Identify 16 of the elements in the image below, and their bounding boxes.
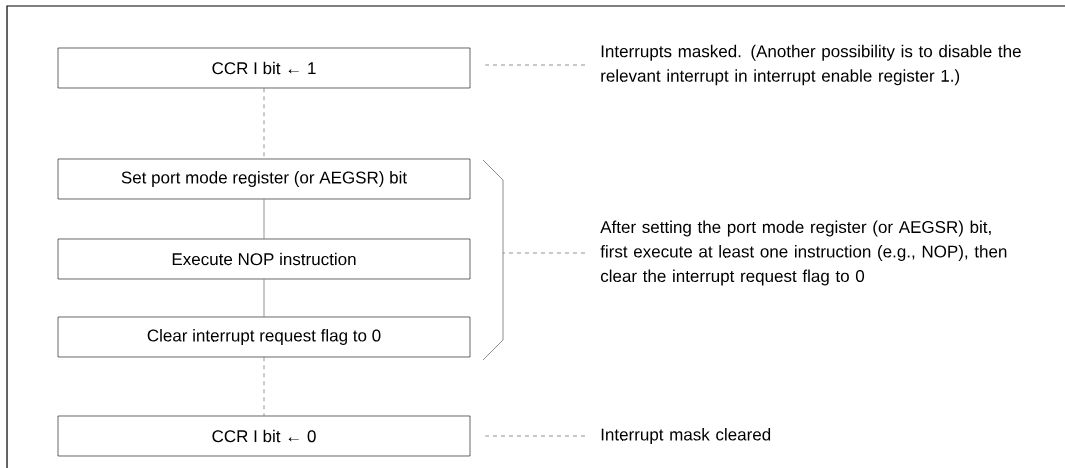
leader-line: [485, 64, 586, 66]
bracket: [482, 159, 504, 361]
leader-line: [502, 252, 586, 254]
process-box: Execute NOP instruction: [57, 238, 471, 280]
connector: [263, 357, 265, 416]
connector: [263, 199, 265, 239]
leader-line: [485, 435, 586, 437]
note-text: Interrupt mask cleared: [601, 428, 771, 444]
process-box: CCR I bit ← 0: [57, 415, 471, 457]
process-box: Set port mode register (or AEGSR) bit: [57, 158, 471, 200]
note-text: After setting the port mode register (or AEGSR) bit, first execute at least one instruction (e.g., NOP), then clear the interrupt request flag to 0: [600, 220, 1007, 286]
process-box: CCR I bit ← 1: [57, 47, 471, 89]
connector: [263, 88, 265, 159]
process-box: Clear interrupt request flag to 0: [57, 316, 471, 358]
note-text: Interrupts masked. (Another possibility is to disable the relevant interrupt in interrupt enable register 1.): [601, 44, 1021, 86]
connector: [263, 279, 265, 317]
